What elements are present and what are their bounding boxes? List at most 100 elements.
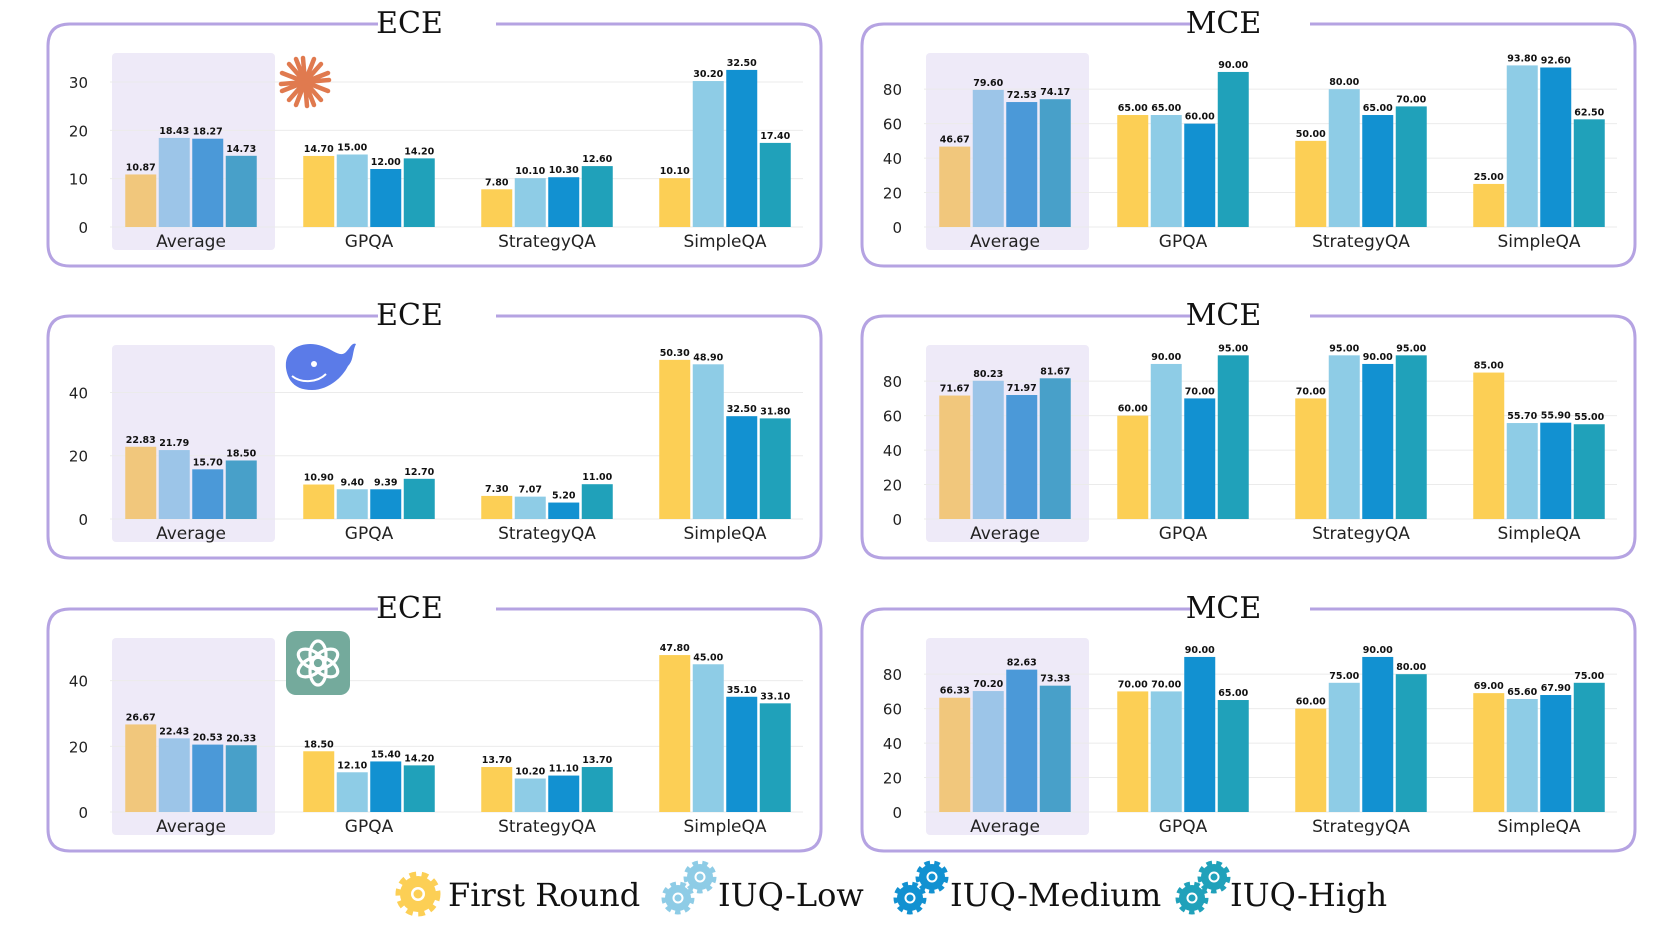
x-tick-label: StrategyQA (498, 232, 596, 252)
bar-value-label: 90.00 (1363, 645, 1393, 656)
bar-value-label: 90.00 (1185, 645, 1215, 656)
bar-iuq-medium-simpleqa (1540, 422, 1572, 519)
bar-iuq-low-strategyqa (1328, 89, 1360, 227)
bar-value-label: 62.50 (1574, 107, 1604, 118)
bar-first-round-gpqa (1117, 691, 1149, 812)
bar-value-label: 22.43 (159, 726, 189, 737)
chart-title: ECE (376, 591, 443, 626)
bar-value-label: 70.00 (1185, 386, 1215, 397)
bar-value-label: 5.20 (552, 491, 576, 502)
bar-value-label: 17.40 (760, 131, 790, 142)
legend-label-first-round: First Round (448, 876, 640, 914)
bar-iuq-high-gpqa (1217, 355, 1249, 519)
x-tick-label: Average (156, 524, 226, 544)
bar-iuq-high-strategyqa (581, 767, 613, 812)
panel-border (860, 314, 1637, 560)
bar-value-label: 66.33 (940, 686, 970, 697)
x-tick-label: GPQA (1159, 817, 1208, 837)
bar-iuq-high-simpleqa (759, 142, 791, 227)
y-tick-label: 40 (883, 150, 902, 168)
bar-first-round-gpqa (303, 484, 335, 519)
bar-value-label: 80.23 (973, 369, 1003, 380)
bar-iuq-medium-gpqa (1184, 123, 1216, 227)
legend: First Round IUQ-Low (395, 860, 1387, 917)
bar-iuq-high-gpqa (1217, 700, 1249, 812)
bar-value-label: 13.70 (482, 755, 512, 766)
bar-value-label: 75.00 (1574, 671, 1604, 682)
bar-first-round-strategyqa (1295, 708, 1327, 812)
bar-value-label: 33.10 (760, 691, 790, 702)
bar-first-round-average (939, 697, 971, 812)
bar-value-label: 21.79 (159, 438, 189, 449)
panel-border (860, 607, 1637, 853)
x-tick-label: SimpleQA (683, 817, 766, 837)
legend-label-iuq-medium: IUQ-Medium (950, 876, 1161, 914)
bar-iuq-low-average (972, 89, 1004, 227)
bar-value-label: 74.17 (1040, 87, 1070, 98)
panel-border (46, 314, 823, 560)
bar-iuq-low-simpleqa (692, 664, 724, 812)
bar-iuq-low-average (158, 450, 190, 519)
bar-first-round-simpleqa (659, 178, 691, 227)
y-tick-label: 60 (883, 116, 902, 134)
panel-border (860, 22, 1637, 268)
bar-value-label: 95.00 (1396, 343, 1426, 354)
legend-item-iuq-low: IUQ-Low (661, 860, 864, 915)
bar-iuq-medium-gpqa (370, 761, 402, 812)
bar-iuq-medium-strategyqa (1362, 363, 1394, 519)
chart-title: ECE (376, 298, 443, 333)
x-tick-label: StrategyQA (498, 817, 596, 837)
bar-iuq-medium-average (1006, 395, 1038, 519)
y-tick-label: 60 (883, 408, 902, 426)
y-tick-label: 0 (892, 511, 902, 529)
bar-value-label: 55.00 (1574, 412, 1604, 423)
bar-first-round-strategyqa (1295, 140, 1327, 227)
chart-title: MCE (1186, 6, 1262, 41)
bar-value-label: 72.53 (1007, 90, 1037, 101)
bar-iuq-high-simpleqa (1573, 119, 1605, 227)
bar-value-label: 81.67 (1040, 366, 1070, 377)
bar-value-label: 14.20 (404, 146, 434, 157)
bar-iuq-medium-gpqa (370, 169, 402, 227)
panel-border (46, 22, 823, 268)
bar-iuq-low-strategyqa (1328, 682, 1360, 812)
bar-iuq-medium-average (1006, 102, 1038, 227)
bar-value-label: 95.00 (1329, 343, 1359, 354)
bar-value-label: 10.87 (126, 162, 156, 173)
bar-iuq-high-simpleqa (759, 418, 791, 519)
bar-value-label: 32.50 (727, 58, 757, 69)
bar-iuq-high-strategyqa (581, 484, 613, 519)
bar-value-label: 15.70 (193, 457, 223, 468)
bar-value-label: 25.00 (1474, 172, 1504, 183)
bar-value-label: 12.00 (371, 157, 401, 168)
bar-iuq-low-gpqa (336, 489, 368, 519)
double-gear-icon (1175, 860, 1231, 915)
bar-value-label: 45.00 (693, 652, 723, 663)
y-tick-label: 40 (883, 735, 902, 753)
legend-item-iuq-medium: IUQ-Medium (893, 860, 1161, 915)
x-tick-label: SimpleQA (683, 232, 766, 252)
bar-iuq-high-average (1039, 685, 1071, 812)
bar-value-label: 55.70 (1507, 411, 1537, 422)
bar-value-label: 65.00 (1118, 103, 1148, 114)
x-tick-label: SimpleQA (1497, 232, 1580, 252)
x-tick-label: StrategyQA (498, 524, 596, 544)
bar-value-label: 31.80 (760, 406, 790, 417)
bar-first-round-simpleqa (1473, 693, 1505, 812)
bar-first-round-average (939, 146, 971, 227)
bar-iuq-low-simpleqa (1506, 423, 1538, 519)
bar-iuq-high-average (1039, 378, 1071, 519)
bar-iuq-high-average (225, 745, 257, 812)
bar-iuq-high-simpleqa (1573, 424, 1605, 519)
bar-iuq-high-gpqa (1217, 71, 1249, 227)
bar-value-label: 18.43 (159, 126, 189, 137)
bar-value-label: 26.67 (126, 712, 156, 723)
y-tick-label: 20 (883, 185, 902, 203)
x-tick-label: Average (156, 817, 226, 837)
bar-value-label: 12.10 (337, 760, 367, 771)
bar-value-label: 93.80 (1507, 53, 1537, 64)
